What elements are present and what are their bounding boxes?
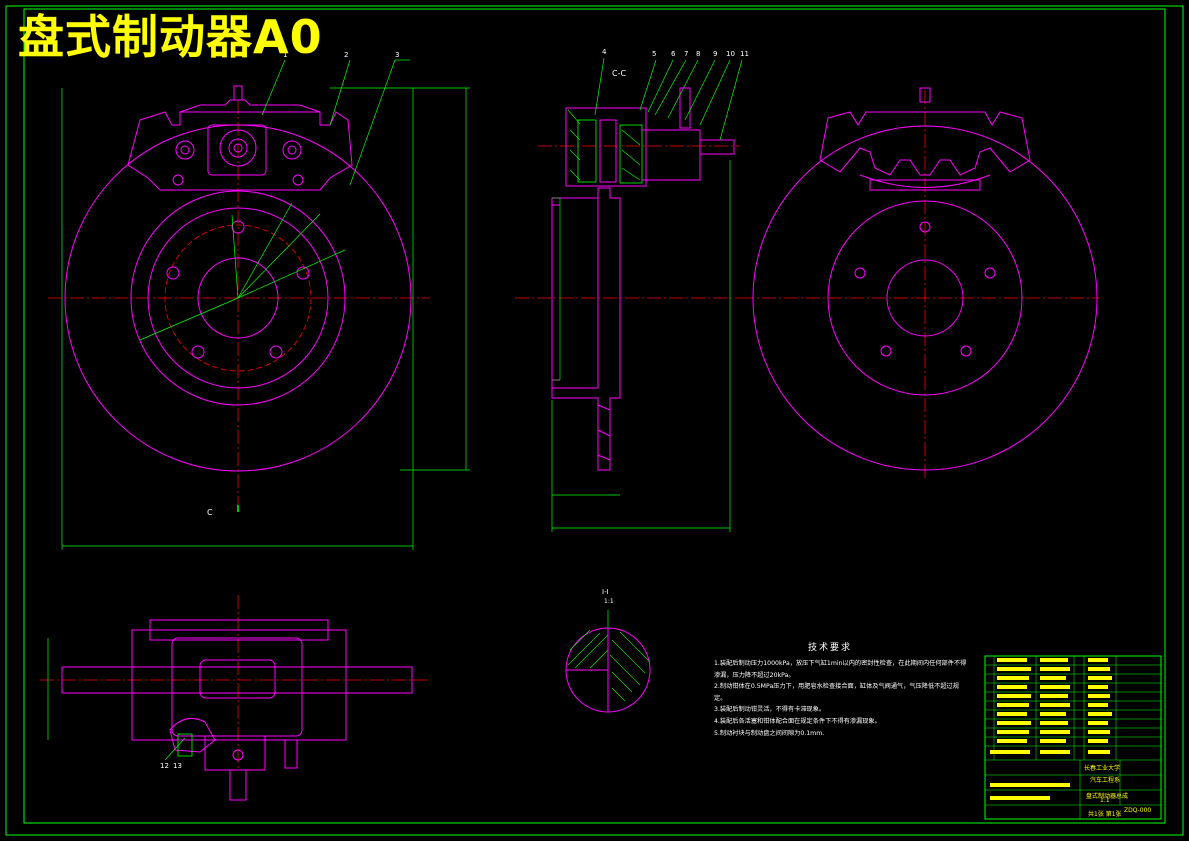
part-number: 12: [160, 762, 169, 770]
detail-label: I-I: [602, 588, 609, 596]
part-number: 8: [696, 50, 700, 58]
part-number: 2: [344, 51, 348, 59]
title-sheet: 共1张 第1张: [1088, 810, 1122, 818]
tech-requirement-item: 3.装配后制动钳灵活，不得有卡滞现象。: [714, 706, 826, 714]
side-view: [740, 87, 1100, 480]
title-department: 汽车工程系: [1090, 776, 1120, 784]
tech-requirement-item: 1.装配后制动压力1000kPa，放压下气缸1min以内的密封性检查，在此期间内…: [714, 660, 967, 679]
part-number: 6: [671, 50, 676, 58]
title-scale: 1:1: [1100, 797, 1110, 804]
title-drawing-name: 盘式制动器总成: [1086, 792, 1128, 800]
part-number: 5: [652, 50, 656, 58]
view-marker: C: [207, 508, 213, 517]
title-drawing-no: ZDQ-000: [1124, 807, 1151, 814]
outer-border: [5, 5, 1184, 836]
front-view: [48, 59, 470, 550]
top-view: [40, 595, 430, 801]
part-number: 4: [602, 48, 607, 56]
tech-requirement-item: 5.制动衬块与制动盘之间间隙为0.1mm.: [714, 729, 825, 737]
tech-requirement-item: 4.装配后各活塞和钳体配合面在规定条件下不得有渗漏现象。: [714, 717, 881, 725]
title-school: 长春工业大学: [1084, 764, 1120, 772]
part-number: 13: [173, 762, 182, 770]
part-number: 9: [713, 50, 717, 58]
part-number: 1: [283, 51, 287, 59]
tech-requirement-item: 2.制动钳体在0.5MPa压力下，用肥皂水检查接合面，缸体及气阀通气，气压降低不…: [714, 683, 959, 702]
tech-requirements-heading: 技术要求: [808, 643, 853, 653]
section-label: C-C: [612, 69, 626, 78]
part-number: 10: [726, 50, 735, 58]
detail-scale: 1:1: [604, 598, 614, 605]
part-number: 3: [395, 51, 399, 59]
title-block: 长春工业大学 汽车工程系 盘式制动器总成 ZDQ-000 1:1 共1张 第1张: [984, 655, 1162, 820]
tech-requirements: 1.装配后制动压力1000kPa，放压下气缸1min以内的密封性检查，在此期间内…: [714, 658, 969, 739]
section-view: [515, 57, 743, 532]
detail-view: [565, 610, 651, 713]
inner-border: [23, 8, 1166, 824]
part-number: 7: [684, 50, 688, 58]
part-number: 11: [740, 50, 749, 58]
page-title: 盘式制动器A0: [18, 10, 323, 64]
